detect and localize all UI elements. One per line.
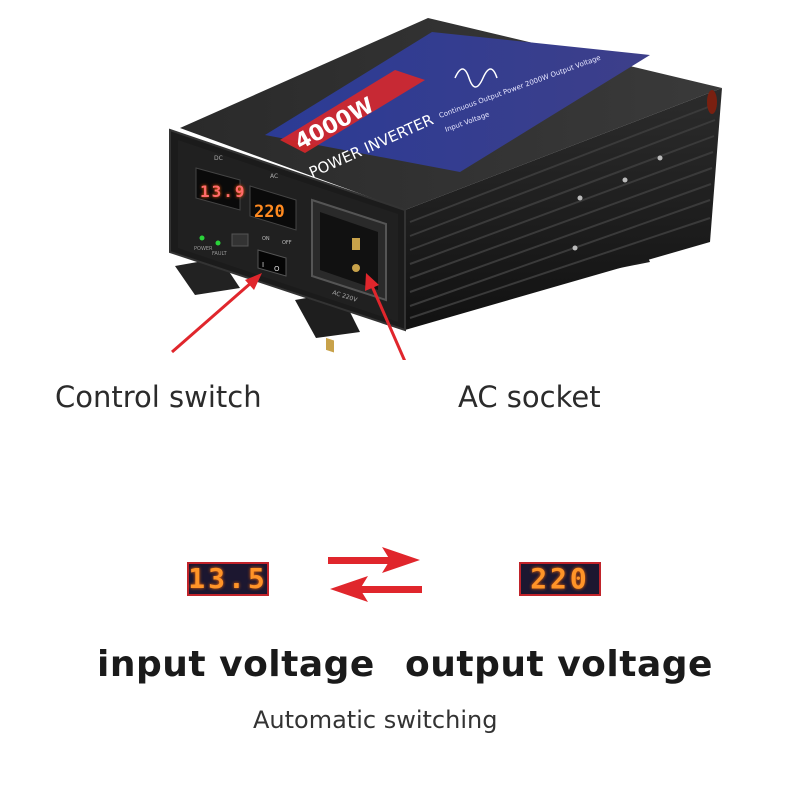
port-icon bbox=[231, 233, 249, 247]
svg-text:I: I bbox=[262, 261, 264, 269]
rocker-switch-icon[interactable]: I O ON OFF bbox=[257, 236, 292, 277]
terminal-icon bbox=[707, 90, 717, 114]
svg-text:DC: DC bbox=[214, 155, 223, 162]
sine-wave-icon bbox=[454, 68, 498, 88]
arrow-icon bbox=[171, 273, 407, 360]
svg-text:POWER: POWER bbox=[194, 246, 213, 252]
output-voltage-display: 220 bbox=[519, 562, 601, 596]
panel-dc-display: 13.9 DC bbox=[195, 155, 247, 211]
led-indicator-icon: POWER FAULT bbox=[194, 235, 228, 257]
swap-arrows-icon bbox=[328, 547, 422, 602]
cooling-fins bbox=[409, 103, 717, 319]
output-voltage-value: 220 bbox=[530, 562, 590, 595]
input-voltage-value: 13.5 bbox=[188, 562, 268, 595]
svg-text:O: O bbox=[274, 265, 280, 273]
svg-text:ON: ON bbox=[262, 236, 270, 242]
ac-socket-label: AC socket bbox=[458, 380, 601, 414]
inverter-illustration: 4000W POWER INVERTER Continuous Output P… bbox=[169, 18, 722, 360]
svg-text:220: 220 bbox=[254, 202, 285, 222]
output-voltage-label: output voltage bbox=[405, 644, 713, 685]
input-voltage-label: input voltage bbox=[97, 644, 375, 685]
svg-text:OFF: OFF bbox=[282, 240, 292, 246]
automatic-switching-label: Automatic switching bbox=[253, 706, 498, 734]
panel-ac-display: 220 AC bbox=[249, 173, 297, 231]
control-switch-label: Control switch bbox=[55, 380, 262, 414]
svg-text:FAULT: FAULT bbox=[212, 251, 228, 257]
input-voltage-display: 13.5 bbox=[187, 562, 269, 596]
side-screws bbox=[572, 155, 663, 251]
svg-text:13.9: 13.9 bbox=[200, 182, 247, 201]
svg-text:AC: AC bbox=[270, 173, 278, 180]
